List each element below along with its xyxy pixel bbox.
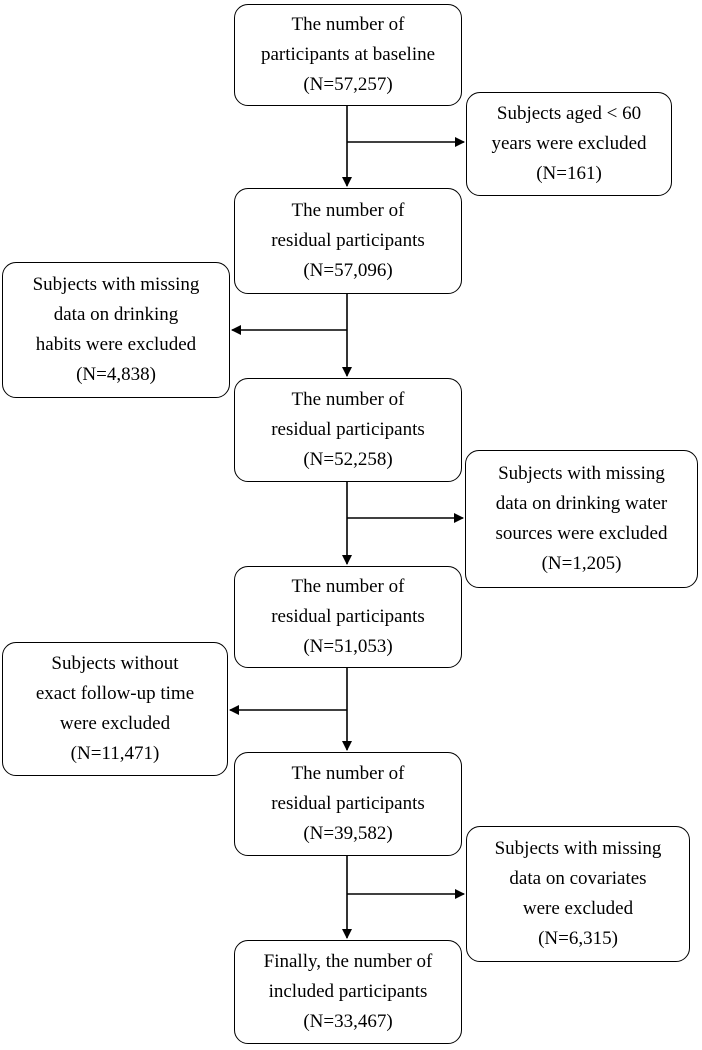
- box-text: residual participants: [271, 606, 425, 627]
- box-text: Subjects with missing: [498, 463, 665, 484]
- exclusion-age-box: Subjects aged < 60 years were excluded (…: [466, 92, 672, 196]
- box-text: were excluded: [522, 898, 634, 919]
- included-participants-box: Finally, the number of included particip…: [234, 940, 462, 1044]
- exclusion-covariates-box: Subjects with missing data on covariates…: [466, 826, 690, 962]
- residual-participants-box-3: The number of residual participants (N=5…: [234, 566, 462, 668]
- box-count: (N=4,838): [76, 364, 156, 385]
- box-text: residual participants: [271, 419, 425, 440]
- box-text: residual participants: [271, 793, 425, 814]
- box-count: (N=1,205): [541, 553, 622, 574]
- box-count: (N=6,315): [538, 928, 618, 949]
- box-text: included participants: [268, 981, 428, 1002]
- residual-participants-box-2: The number of residual participants (N=5…: [234, 378, 462, 482]
- residual-participants-box-4: The number of residual participants (N=3…: [234, 752, 462, 856]
- exclusion-follow-up-box: Subjects without exact follow-up time we…: [2, 642, 228, 776]
- box-text: The number of: [291, 200, 405, 221]
- box-text: exact follow-up time: [35, 683, 195, 704]
- box-text: were excluded: [59, 713, 171, 734]
- box-count: (N=33,467): [303, 1011, 393, 1032]
- box-text: The number of: [291, 389, 405, 410]
- residual-participants-box-1: The number of residual participants (N=5…: [234, 188, 462, 294]
- box-text: habits were excluded: [35, 334, 197, 355]
- box-text: The number of: [291, 763, 405, 784]
- box-text: data on covariates: [509, 868, 647, 889]
- box-count: (N=57,096): [303, 260, 393, 281]
- box-count: (N=11,471): [70, 743, 160, 764]
- box-text: The number of: [291, 576, 405, 597]
- baseline-participants-box: The number of participants at baseline (…: [234, 4, 462, 106]
- box-text: residual participants: [271, 230, 425, 251]
- box-count: (N=39,582): [303, 823, 393, 844]
- box-text: Subjects with missing: [32, 274, 200, 295]
- box-text: The number of: [291, 14, 405, 35]
- box-count: (N=52,258): [303, 449, 393, 470]
- box-text: data on drinking: [53, 304, 179, 325]
- box-text: data on drinking water: [495, 493, 668, 514]
- box-count: (N=51,053): [303, 636, 393, 657]
- box-count: (N=57,257): [303, 74, 393, 95]
- exclusion-drinking-habits-box: Subjects with missing data on drinking h…: [2, 262, 230, 398]
- box-text: sources were excluded: [495, 523, 668, 544]
- box-text: years were excluded: [491, 133, 647, 154]
- box-text: Finally, the number of: [263, 951, 433, 972]
- box-count: (N=161): [536, 163, 602, 184]
- box-text: Subjects without: [51, 653, 179, 674]
- box-text: participants at baseline: [260, 44, 436, 65]
- box-text: Subjects with missing: [494, 838, 662, 859]
- exclusion-water-sources-box: Subjects with missing data on drinking w…: [465, 450, 698, 588]
- box-text: Subjects aged < 60: [496, 103, 642, 124]
